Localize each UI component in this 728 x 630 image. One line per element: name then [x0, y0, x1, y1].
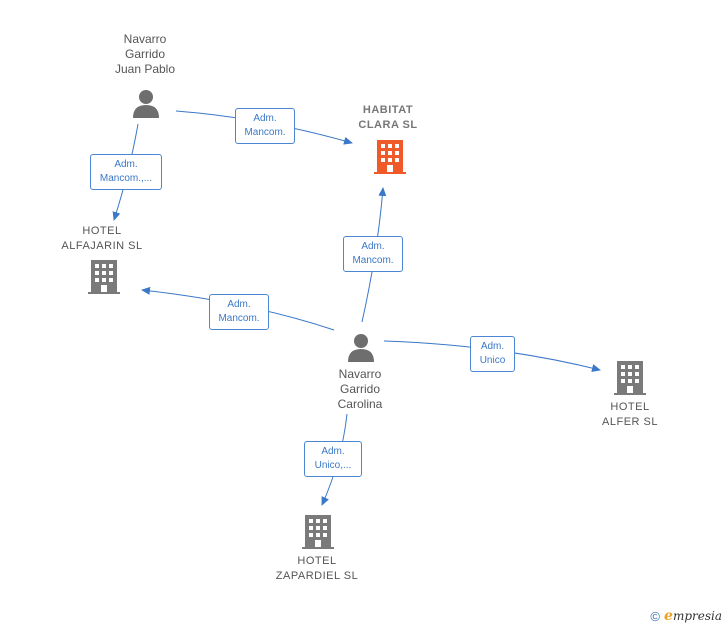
building-icon	[374, 140, 406, 174]
edge-label-juan-pablo-alfajarin[interactable]: Adm. Mancom.,...	[90, 154, 162, 190]
footer-brand: © empresia	[650, 608, 722, 624]
node-hotel-alfer[interactable]: HOTEL ALFER SL	[580, 400, 680, 430]
node-juan-pablo[interactable]: Navarro Garrido Juan Pablo	[95, 32, 195, 77]
name-line: CLARA SL	[358, 119, 418, 131]
node-hotel-alfer-label: HOTEL ALFER SL	[580, 400, 680, 430]
edge-label-carolina-zapardiel[interactable]: Adm. Unico,...	[304, 441, 362, 477]
building-icon	[302, 515, 334, 549]
brand-logo: empresia	[664, 608, 722, 624]
name-line: Navarro	[338, 367, 382, 381]
edge-label-line: Mancom.	[244, 127, 286, 138]
edge-label-carolina-alfajarin[interactable]: Adm. Mancom.	[209, 294, 269, 330]
edge-label-line: Unico,...	[314, 460, 352, 471]
name-line: Juan Pablo	[114, 62, 176, 76]
node-juan-pablo-label: Navarro Garrido Juan Pablo	[95, 32, 195, 77]
node-carolina[interactable]: Navarro Garrido Carolina	[310, 367, 410, 412]
node-habitat-clara-label: HABITAT CLARA SL	[338, 103, 438, 133]
brand-rest: mpresia	[672, 609, 722, 623]
building-icon	[88, 260, 120, 294]
edge-label-line: Adm.	[321, 446, 345, 457]
edge-label-line: Adm.	[227, 299, 251, 310]
person-icon	[133, 90, 159, 118]
edge-label-line: Adm.	[253, 113, 277, 124]
copyright-icon: ©	[650, 608, 661, 624]
edge-label-line: Mancom.,...	[99, 173, 153, 184]
edge-label-carolina-habitat[interactable]: Adm. Mancom.	[343, 236, 403, 272]
name-line: ALFER SL	[602, 416, 658, 428]
name-line: ALFAJARIN SL	[61, 240, 143, 252]
node-hotel-alfajarin[interactable]: HOTEL ALFAJARIN SL	[50, 224, 154, 254]
edge-label-carolina-alfer[interactable]: Adm. Unico	[470, 336, 515, 372]
node-hotel-zapardiel-label: HOTEL ZAPARDIEL SL	[262, 554, 372, 584]
name-line: Garrido	[339, 382, 380, 396]
brand-initial: e	[664, 608, 673, 624]
name-line: HOTEL	[82, 225, 122, 237]
edge-label-juan-pablo-habitat[interactable]: Adm. Mancom.	[235, 108, 295, 144]
edge-label-line: Adm.	[114, 159, 138, 170]
name-line: Garrido	[124, 47, 165, 61]
node-hotel-zapardiel[interactable]: HOTEL ZAPARDIEL SL	[262, 554, 372, 584]
node-habitat-clara[interactable]: HABITAT CLARA SL	[338, 103, 438, 133]
edge-label-line: Adm.	[361, 241, 385, 252]
building-icon	[614, 361, 646, 395]
name-line: HABITAT	[362, 104, 414, 116]
edge-label-line: Mancom.	[352, 255, 394, 266]
edge-label-line: Adm.	[480, 341, 505, 352]
node-carolina-label: Navarro Garrido Carolina	[310, 367, 410, 412]
name-line: HOTEL	[297, 555, 337, 567]
name-line: Carolina	[337, 397, 383, 411]
node-hotel-alfajarin-label: HOTEL ALFAJARIN SL	[50, 224, 154, 254]
edge-label-line: Unico	[479, 355, 506, 366]
name-line: ZAPARDIEL SL	[275, 570, 359, 582]
person-icon	[348, 334, 374, 362]
edge-label-line: Mancom.	[218, 313, 260, 324]
name-line: Navarro	[123, 32, 167, 46]
name-line: HOTEL	[610, 401, 650, 413]
